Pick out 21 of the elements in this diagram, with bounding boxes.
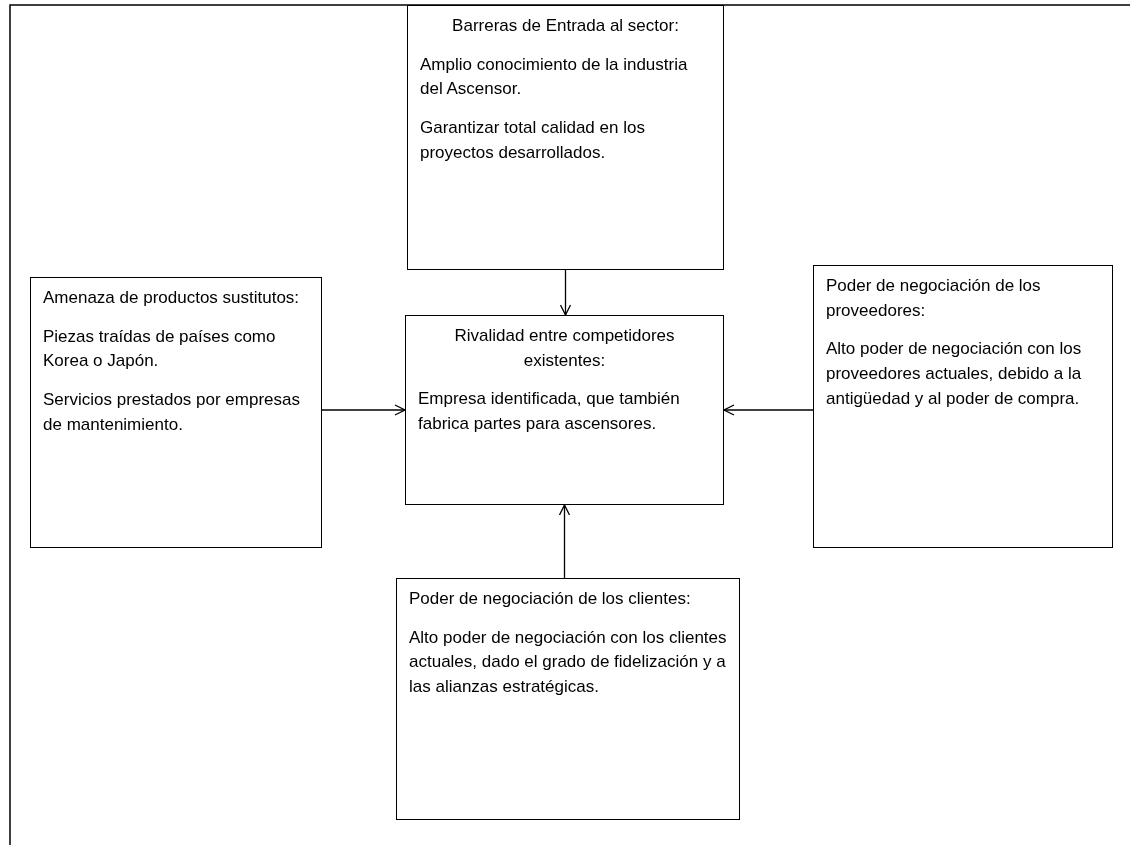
box-heading: Amenaza de productos sustitutos:	[43, 287, 301, 309]
text-box	[30, 277, 322, 548]
box-heading: Rivalidad entre competidores existentes:	[453, 325, 676, 372]
box-heading: Poder de negociación de los proveedores:	[826, 275, 1042, 322]
arrow	[559, 269, 572, 316]
arrow	[321, 404, 406, 416]
arrow	[723, 404, 814, 416]
box-text: Garantizar total calidad en los proyectos desarrollados.	[420, 116, 646, 164]
text-box	[396, 578, 740, 820]
arrow	[558, 504, 571, 579]
box-heading: Barreras de Entrada al sector:	[451, 15, 680, 37]
box-heading: Poder de negociación de los clientes:	[409, 588, 692, 610]
box-text: Alto poder de negociación con los proveedores actuales, debido a la antigüedad y al poder de compra.	[826, 338, 1083, 410]
text-box	[405, 315, 724, 505]
box-text: Amplio conocimiento de la industria del Ascensor.	[420, 53, 689, 101]
box-text: Alto poder de negociación con los clientes actuales, dado el grado de fidelización y a las alianzas estratégicas.	[409, 626, 727, 698]
box-text: Piezas traídas de países como Korea o Japón.	[43, 325, 277, 373]
box-text: Empresa identificada, que también fabrica partes para ascensores.	[418, 388, 681, 435]
box-text: Servicios prestados por empresas de mantenimiento.	[43, 388, 301, 436]
text-box	[407, 5, 724, 270]
text-box	[813, 265, 1113, 548]
